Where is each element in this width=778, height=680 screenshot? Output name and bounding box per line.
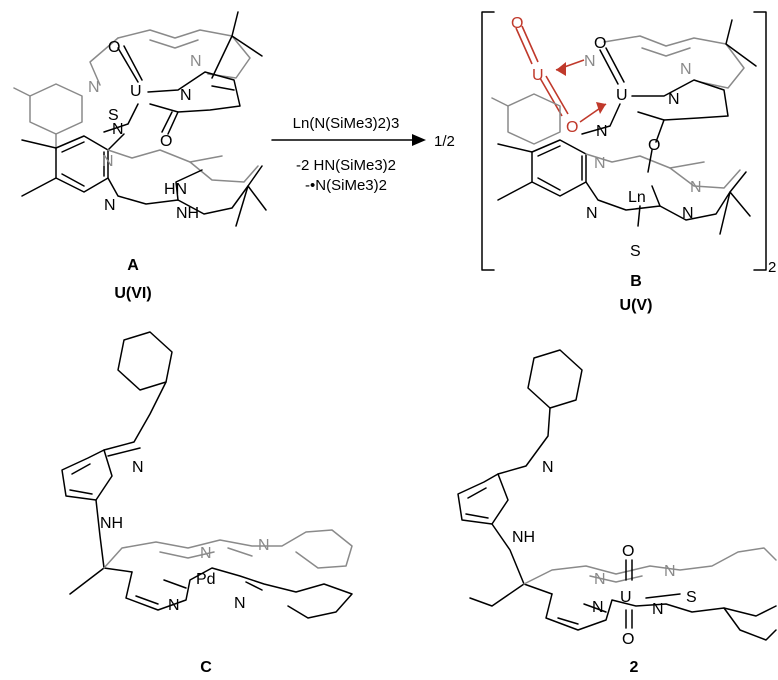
reaction-arrow bbox=[271, 134, 426, 146]
compound-B-oxidation-state: U(V) bbox=[620, 297, 653, 314]
nitrogen-atom-B-4: N bbox=[680, 61, 692, 78]
nitrogen-atom-C-3: N bbox=[234, 595, 246, 612]
compound-A-oxidation-state: U(VI) bbox=[114, 285, 151, 302]
nitrogen-atom-2-1: N bbox=[542, 459, 554, 476]
sulfur-atom-A: S bbox=[108, 107, 119, 124]
nh-atom-2: NH bbox=[512, 529, 535, 546]
nitrogen-atom-A-3: N bbox=[88, 79, 100, 96]
nitrogen-atom-B-8: N bbox=[682, 205, 694, 222]
nitrogen-atom-A-1: N bbox=[112, 121, 124, 138]
uranium-atom-2: U bbox=[620, 589, 632, 606]
oxo-atom-A-top: O bbox=[108, 39, 120, 56]
compound-2-structure bbox=[457, 349, 777, 641]
nitrogen-atom-B-5: N bbox=[594, 155, 606, 172]
nitrogen-atom-C-5: N bbox=[258, 537, 270, 554]
nitrogen-atom-A-4: N bbox=[190, 53, 202, 70]
nitrogen-atom-C-2: N bbox=[168, 597, 180, 614]
compound-B-structure bbox=[491, 19, 757, 235]
palladium-atom: Pd bbox=[196, 571, 216, 588]
compound-C-structure bbox=[61, 331, 353, 619]
nitrogen-atom-A-5: N bbox=[102, 153, 114, 170]
oxo-atom-B-top: O bbox=[594, 35, 606, 52]
nitrogen-atom-B-2: N bbox=[596, 123, 608, 140]
bracket-left bbox=[481, 11, 495, 271]
nitrogen-atom-B-1: N bbox=[668, 91, 680, 108]
nitrogen-atom-2-3: N bbox=[652, 601, 664, 618]
compound-A-structure bbox=[13, 11, 267, 227]
red-oxo-atom-bottom: O bbox=[566, 119, 578, 136]
oxo-atom-2-bottom: O bbox=[622, 631, 634, 648]
oxo-atom-B-bridge: O bbox=[648, 137, 660, 154]
compound-2-label: 2 bbox=[630, 659, 639, 676]
red-oxo-atom-top: O bbox=[511, 15, 523, 32]
byproduct-label-1: -2 HN(SiMe3)2 bbox=[296, 157, 396, 174]
compound-B-label: B bbox=[630, 273, 642, 290]
lanthanide-atom: Ln bbox=[628, 189, 646, 206]
nitrogen-atom-C-4: N bbox=[200, 545, 212, 562]
byproduct-label-2: -•N(SiMe3)2 bbox=[305, 177, 387, 194]
nitrogen-atom-2-4: N bbox=[594, 571, 606, 588]
nitrogen-atom-B-7: N bbox=[586, 205, 598, 222]
dimer-subscript: 2 bbox=[768, 259, 776, 276]
sulfur-atom-2: S bbox=[686, 589, 697, 606]
nitrogen-atom-B-3: N bbox=[584, 53, 596, 70]
bracket-right bbox=[753, 11, 767, 271]
uranium-atom-A: U bbox=[130, 83, 142, 100]
sulfur-atom-B: S bbox=[630, 243, 641, 260]
reagent-label: Ln(N(SiMe3)2)3 bbox=[293, 115, 400, 132]
oxo-atom-A-bottom: O bbox=[160, 133, 172, 150]
oxo-atom-2-top: O bbox=[622, 543, 634, 560]
compound-C-label: C bbox=[200, 659, 212, 676]
nitrogen-atom-2-2: N bbox=[592, 599, 604, 616]
nh-atom-A: NH bbox=[176, 205, 199, 222]
stoichiometry-label: 1/2 bbox=[434, 133, 455, 150]
hn-atom-A: HN bbox=[164, 181, 187, 198]
uranium-atom-B: U bbox=[616, 87, 628, 104]
nitrogen-atom-A-6: N bbox=[104, 197, 116, 214]
nh-atom-C: NH bbox=[100, 515, 123, 532]
nitrogen-atom-B-6: N bbox=[690, 179, 702, 196]
compound-A-label: A bbox=[127, 257, 139, 274]
red-uranium-atom: U bbox=[532, 67, 544, 84]
nitrogen-atom-C-1: N bbox=[132, 459, 144, 476]
nitrogen-atom-A-2: N bbox=[180, 87, 192, 104]
nitrogen-atom-2-5: N bbox=[664, 563, 676, 580]
